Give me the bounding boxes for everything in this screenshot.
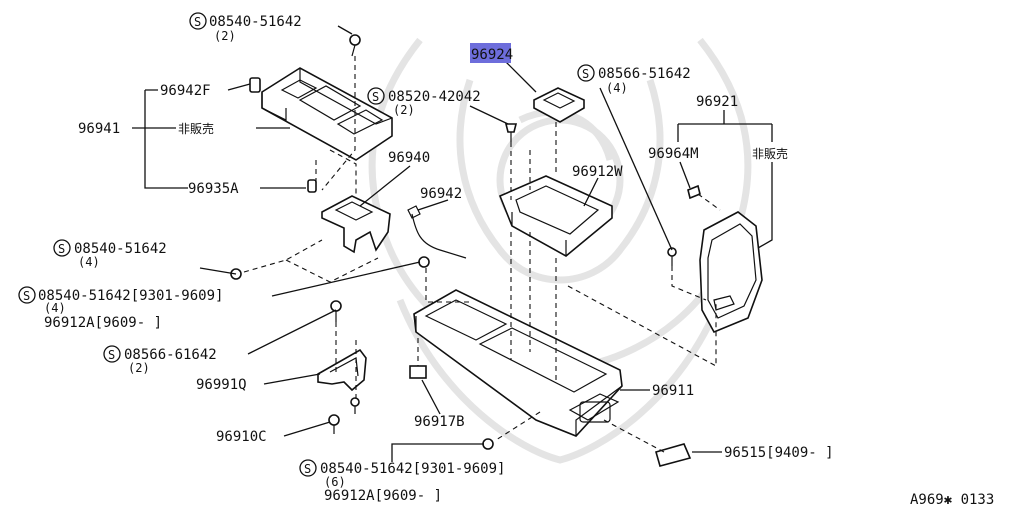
callout-96991q: 96991Q: [196, 377, 247, 393]
screw-08520-part: [504, 123, 518, 142]
callout-96935a: 96935A: [188, 181, 239, 197]
screw-top-part: [349, 34, 361, 57]
callout-s-08566-51642-right: S 08566-51642 (4): [577, 64, 691, 95]
quantity: (6): [324, 475, 346, 489]
callout-s-08540-51642-top: S 08540-51642 (2): [189, 12, 302, 43]
screw-right-part: [667, 184, 701, 266]
quantity: (4): [78, 255, 100, 269]
part-number: 96940: [388, 150, 430, 166]
part-number: 96942F: [160, 83, 211, 99]
diagram-code-text: A969✱ 0133: [910, 492, 994, 508]
svg-text:S: S: [108, 348, 115, 362]
part-number: 96515[9409- ]: [724, 445, 834, 461]
part-number: 08540-51642: [209, 14, 302, 30]
callout-s-08540-51642-mid: S 08540-51642 (4): [53, 239, 167, 269]
alternate-part: 96912A[9609- ]: [324, 488, 442, 504]
callout-96940: 96940: [388, 150, 430, 166]
quantity: (4): [606, 81, 628, 95]
callout-96912w: 96912W: [572, 164, 623, 180]
not-for-sale-note: 非販売: [752, 146, 788, 161]
callout-96921: 96921: [696, 94, 738, 110]
diagram-code: A969✱ 0133: [910, 492, 994, 508]
callout-s-08540-51642-bottom: S 08540-51642[9301-9609] (6) 96912A[9609…: [299, 459, 505, 504]
part-number: 96910C: [216, 429, 267, 445]
callout-96942: 96942: [420, 186, 462, 202]
part-number: 96941: [78, 121, 120, 137]
bracket-96940-part: [321, 195, 391, 254]
part-number: 96912W: [572, 164, 623, 180]
part-number: 08540-51642[9301-9609]: [320, 461, 505, 477]
part-number: 08540-51642: [74, 241, 167, 257]
part-number: 08566-51642: [598, 66, 691, 82]
callout-96917b: 96917B: [414, 414, 465, 430]
svg-text:S: S: [23, 289, 30, 303]
quantity: (2): [214, 29, 236, 43]
switch-96515-part: [655, 443, 692, 467]
harness-96942-part: [407, 205, 467, 259]
callout-s-08520-42042: S 08520-42042 (2): [367, 87, 481, 117]
callout-96941: 96941 非販売: [78, 121, 214, 137]
part-number: 96942: [420, 186, 462, 202]
callout-96515: 96515[9409- ]: [724, 445, 834, 461]
part-number: 96991Q: [196, 377, 247, 393]
part-number: 08540-51642[9301-9609]: [38, 288, 223, 304]
clip-96942f-part: [249, 77, 261, 93]
cup-96924-part: [533, 87, 585, 123]
callout-not-for-sale-right: 非販売: [752, 146, 788, 161]
svg-text:S: S: [582, 67, 589, 81]
callout-96964m: 96964M: [648, 146, 699, 162]
callout-96924-highlighted[interactable]: 96924: [470, 43, 513, 63]
armrest-lid-part: [699, 211, 763, 334]
svg-text:S: S: [194, 15, 201, 29]
part-number: 96917B: [414, 414, 465, 430]
part-number: 96924: [471, 47, 513, 63]
bracket-96991q-part: [317, 348, 367, 392]
callout-s-08566-61642: S 08566-61642 (2): [103, 345, 217, 375]
quantity: (4): [44, 301, 66, 315]
part-number: 08566-61642: [124, 347, 217, 363]
part-number: 96911: [652, 383, 694, 399]
tray-96912w-part: [498, 175, 613, 257]
part-number: 08520-42042: [388, 89, 481, 105]
callout-96910c: 96910C: [216, 429, 267, 445]
svg-text:S: S: [58, 242, 65, 256]
part-number: 96935A: [188, 181, 239, 197]
upper-finisher-part: [261, 67, 393, 161]
alternate-part: 96912A[9609- ]: [44, 315, 162, 331]
part-number: 96964M: [648, 146, 699, 162]
grommet-96917b-part: [409, 365, 427, 379]
leader-lines: [132, 25, 773, 462]
assembly-lines: [243, 56, 721, 453]
quantity: (2): [393, 103, 415, 117]
part-number: 96921: [696, 94, 738, 110]
main-console-96911-part: [413, 289, 623, 437]
not-for-sale-note: 非販売: [178, 121, 214, 136]
callout-96911: 96911: [652, 383, 694, 399]
callout-s-08540-51642-range: S 08540-51642[9301-9609] (4) 96912A[9609…: [18, 286, 223, 331]
svg-text:S: S: [372, 90, 379, 104]
svg-text:S: S: [304, 462, 311, 476]
callout-96942f: 96942F: [160, 83, 211, 99]
clip-96935a-part: [307, 179, 317, 193]
quantity: (2): [128, 361, 150, 375]
